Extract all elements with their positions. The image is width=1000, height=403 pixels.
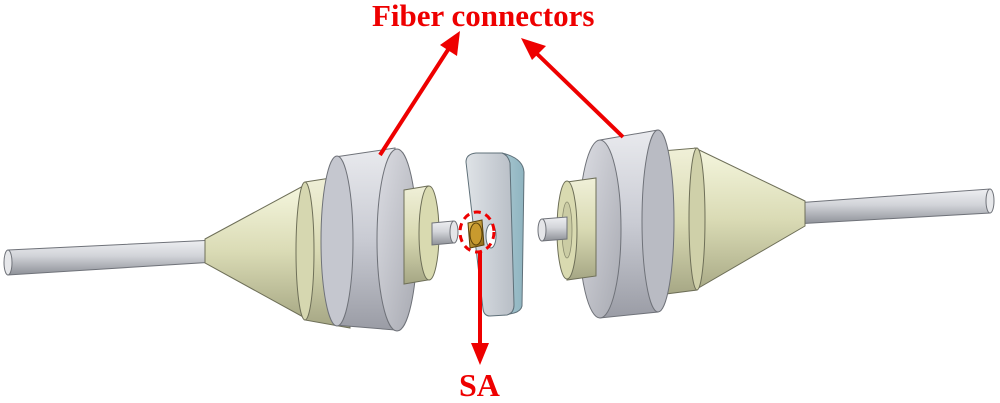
left-cone (204, 184, 306, 319)
fiber-connectors-arrow-left (378, 31, 460, 157)
sa-sample (467, 219, 485, 249)
sa-highlight-circle (458, 210, 496, 254)
left-fiber (3, 239, 216, 276)
left-fiber-connector (3, 147, 459, 332)
fiber-connectors-label: Fiber connectors (372, 0, 595, 33)
sa-holder-plate (465, 152, 525, 317)
left-ferrule (431, 220, 459, 246)
sa-label: SA (459, 367, 500, 403)
right-fiber-connector (537, 129, 995, 319)
right-ferrule (537, 216, 568, 242)
sa-arrow (471, 252, 489, 365)
left-ring (320, 147, 418, 332)
fiber-connectors-arrow-right (521, 38, 625, 139)
right-cone (694, 147, 806, 291)
right-fiber (794, 188, 995, 225)
